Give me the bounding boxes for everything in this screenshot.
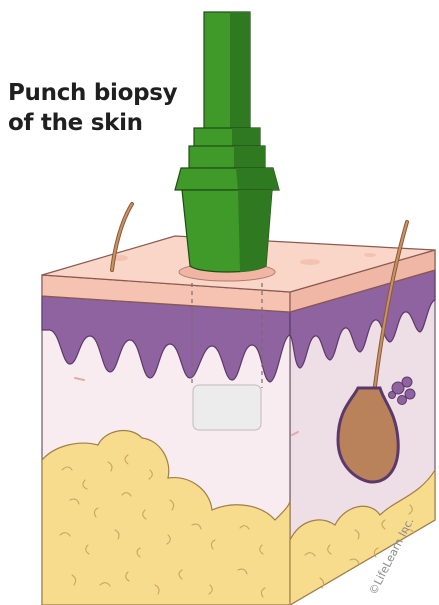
punch-biopsy-instrument — [175, 12, 279, 272]
biopsy-sample-core — [193, 385, 261, 430]
